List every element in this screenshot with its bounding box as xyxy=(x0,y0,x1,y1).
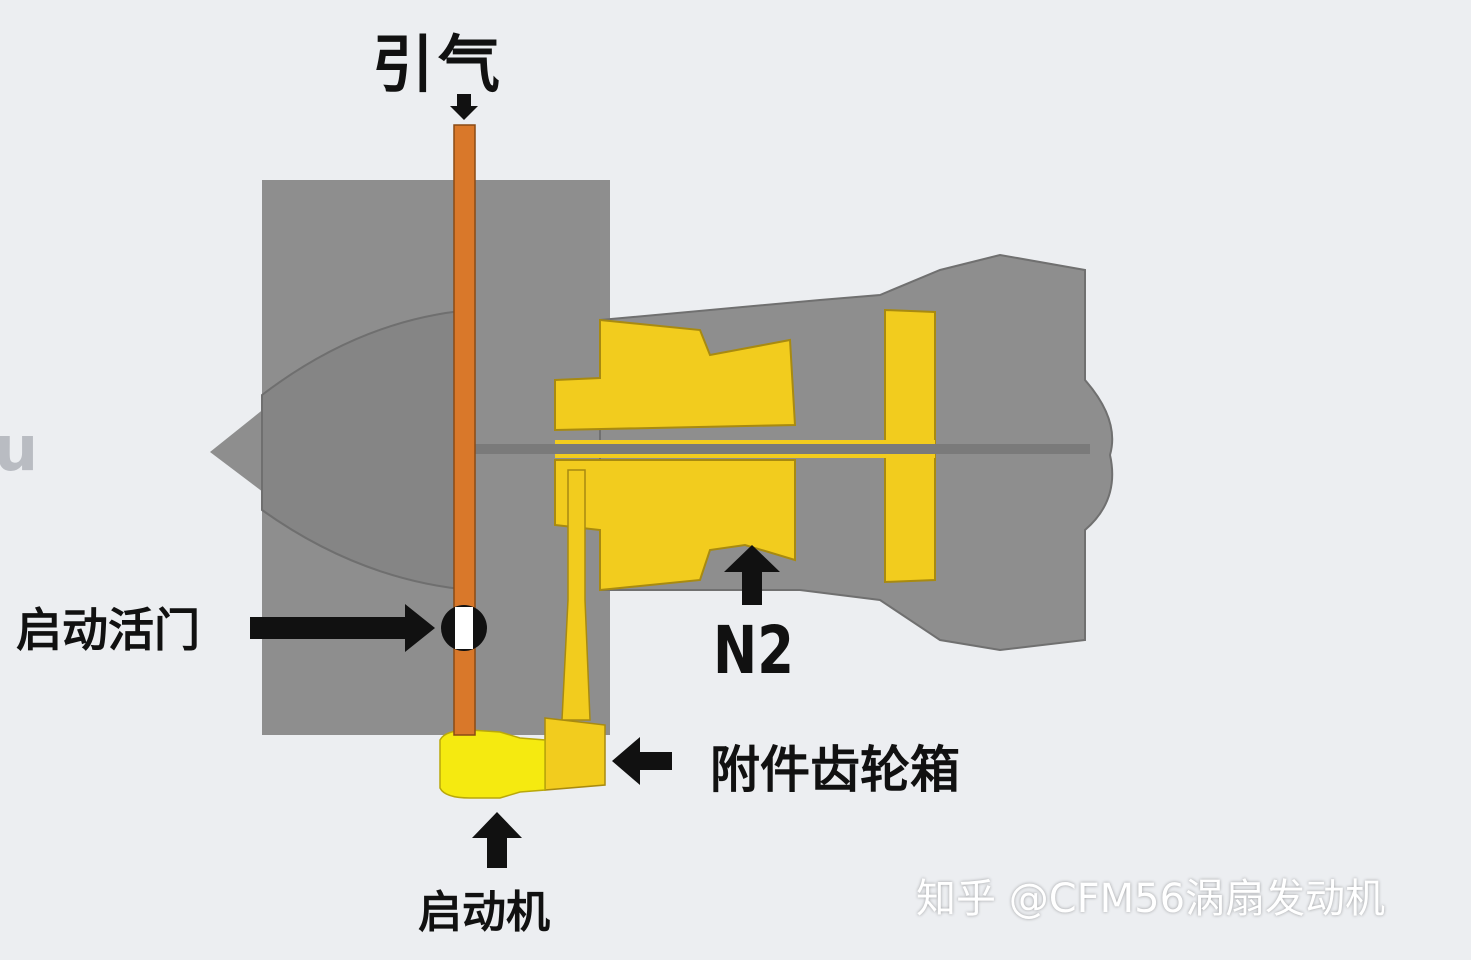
arrow-down-bleed xyxy=(450,94,478,120)
n2-label: N2 xyxy=(713,612,794,689)
starter-label: 启动机 xyxy=(418,887,550,938)
arrow-left-agb xyxy=(612,737,672,785)
accessory-gearbox-shape xyxy=(544,717,606,791)
bleed-air-label: 引气 xyxy=(372,28,505,101)
arrow-up-n2 xyxy=(724,545,780,605)
watermark: 知乎 @CFM56涡扇发动机 xyxy=(916,876,1386,922)
lp-shaft xyxy=(470,444,1090,454)
bleed-air-pipe xyxy=(453,124,476,736)
accessory-gearbox-label: 附件齿轮箱 xyxy=(710,741,960,799)
start-valve-opening xyxy=(455,607,473,649)
arrow-right-valve xyxy=(250,604,435,652)
hp-compressor xyxy=(554,318,797,432)
radial-drive-shaft xyxy=(561,469,591,721)
arrow-up-starter xyxy=(472,812,522,868)
starter-shape xyxy=(439,729,546,799)
edge-text-fragment: u xyxy=(0,412,39,485)
start-valve-label: 启动活门 xyxy=(16,603,200,657)
